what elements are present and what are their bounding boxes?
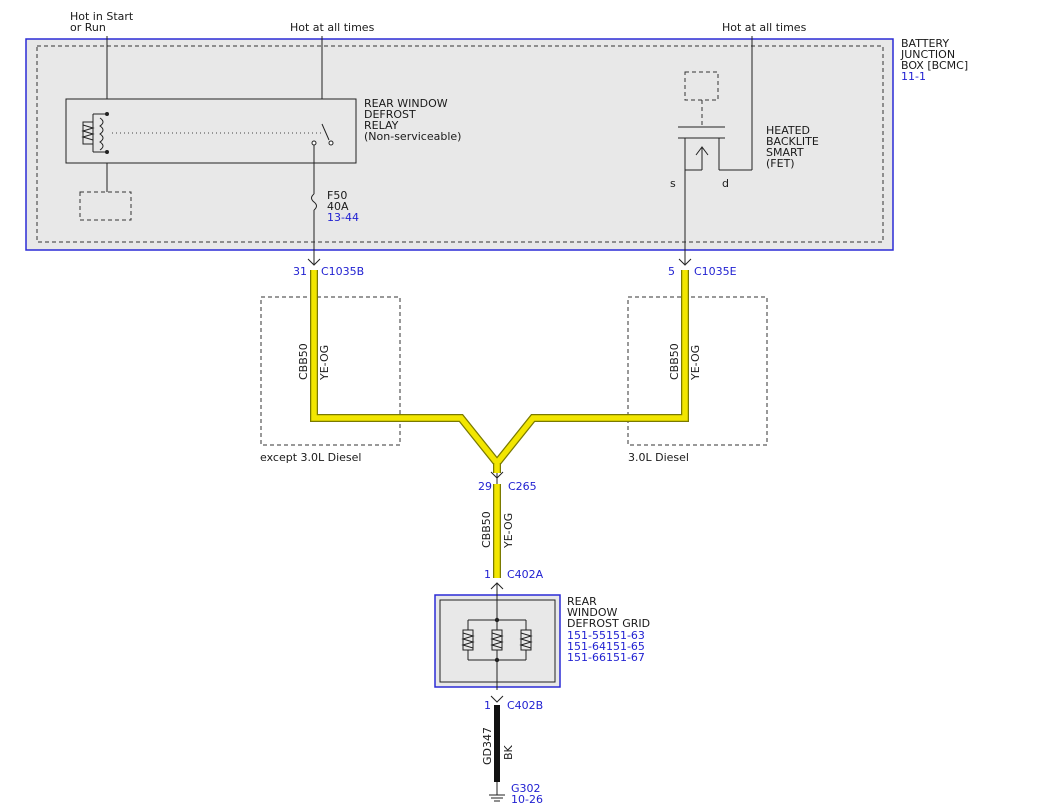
wire-ground-color: BK xyxy=(502,744,515,760)
connector-grid-in-pin: 1 xyxy=(484,568,491,581)
relay-label-line-2: DEFROST xyxy=(364,108,416,121)
wire-right-circuit: CBB50 xyxy=(668,343,681,380)
bjb-label-line-3: BOX [BCMC] xyxy=(901,59,968,72)
relay-label-line-1: REAR WINDOW xyxy=(364,97,448,110)
ground-name: G302 xyxy=(511,782,541,795)
fet-transistor-icon xyxy=(678,126,752,171)
grid-ref-3: 151-66151-67 xyxy=(567,651,645,664)
connector-right-name: C1035E xyxy=(694,265,737,278)
defrost-grid-elements-icon xyxy=(461,583,533,690)
fet-label-line-1: HEATED xyxy=(766,124,810,137)
bjb-label-line-2: JUNCTION xyxy=(900,48,955,61)
fuse-rating: 40A xyxy=(327,200,349,213)
relay-label-line-4: (Non-serviceable) xyxy=(364,130,461,143)
fet-label-line-3: SMART xyxy=(766,146,804,159)
wire-left-circuit: CBB50 xyxy=(297,343,310,380)
wire-left-color: YE-OG xyxy=(318,345,331,381)
fuse-ref: 13-44 xyxy=(327,211,359,224)
ground-ref: 10-26 xyxy=(511,793,543,806)
bjb-label-line-1: BATTERY xyxy=(901,37,949,50)
grid-label-line-2: WINDOW xyxy=(567,606,617,619)
connector-grid-out-name: C402B xyxy=(507,699,543,712)
connector-grid-out-pin: 1 xyxy=(484,699,491,712)
relay-label-line-3: RELAY xyxy=(364,119,399,132)
connector-c402b-icon xyxy=(490,695,504,703)
connector-grid-in-name: C402A xyxy=(507,568,544,581)
grid-label-line-3: DEFROST GRID xyxy=(567,617,650,630)
connector-right-pin: 5 xyxy=(668,265,675,278)
wire-right-color: YE-OG xyxy=(689,345,702,381)
feed-all-times-left: Hot at all times xyxy=(290,21,375,34)
fet-drain-label: d xyxy=(722,177,729,190)
ground-symbol-icon xyxy=(489,782,505,802)
wire-trunk-color: YE-OG xyxy=(502,513,515,549)
fet-source-label: s xyxy=(670,177,676,190)
option-box-left xyxy=(260,296,401,446)
relay-coil-icon xyxy=(81,112,109,154)
grid-ref-1: 151-55151-63 xyxy=(567,629,645,642)
fet-label-line-2: BACKLITE xyxy=(766,135,819,148)
connector-c1035e-icon xyxy=(678,258,692,266)
feed-all-times-right: Hot at all times xyxy=(722,21,807,34)
connector-splice-pin: 29 xyxy=(478,480,492,493)
feed-start-run-line-2: or Run xyxy=(70,21,106,34)
connector-splice-name: C265 xyxy=(508,480,537,493)
option-box-right xyxy=(627,296,768,446)
fuse-icon xyxy=(311,193,317,211)
connector-c1035b-icon xyxy=(307,258,321,266)
fet-label-line-4: (FET) xyxy=(766,157,795,170)
yellow-harness xyxy=(310,270,689,578)
battery-junction-box-inner xyxy=(36,45,884,243)
connector-left-name: C1035B xyxy=(321,265,364,278)
option-right-label: 3.0L Diesel xyxy=(628,451,689,464)
bjb-ref: 11-1 xyxy=(901,70,926,83)
wire-trunk-circuit: CBB50 xyxy=(480,511,493,548)
grid-label-line-1: REAR xyxy=(567,595,597,608)
grid-ref-2: 151-64151-65 xyxy=(567,640,645,653)
option-left-label: except 3.0L Diesel xyxy=(260,451,361,464)
fuse-name: F50 xyxy=(327,189,347,202)
relay-coil-ground-placeholder xyxy=(79,191,132,221)
connector-left-pin: 31 xyxy=(293,265,307,278)
relay-box xyxy=(65,98,357,164)
feed-start-run-line-1: Hot in Start xyxy=(70,10,134,23)
wire-ground-circuit: GD347 xyxy=(481,727,494,765)
